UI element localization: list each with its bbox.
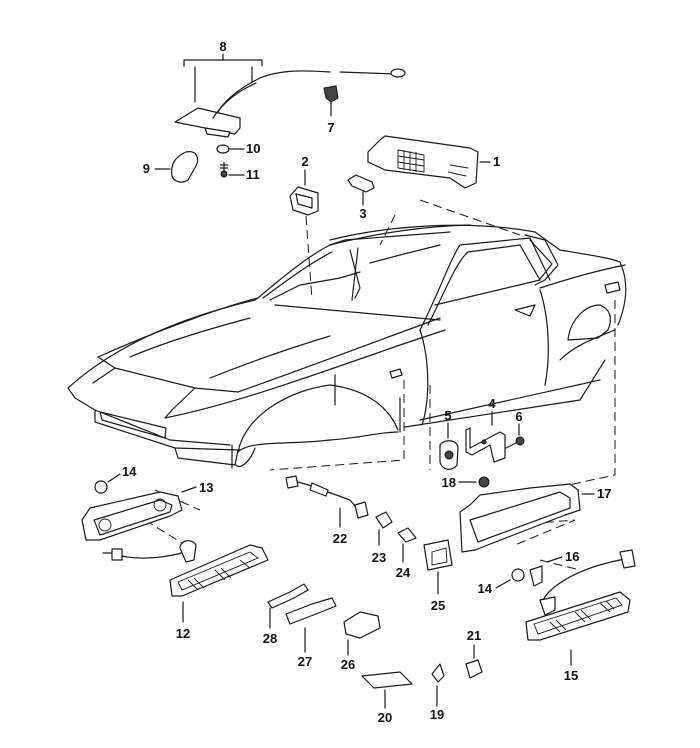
part-21-retainer[interactable] bbox=[465, 644, 483, 679]
part-4-lock-bracket[interactable] bbox=[465, 411, 506, 463]
label-15: 15 bbox=[564, 668, 578, 683]
label-20: 20 bbox=[378, 710, 392, 725]
label-4: 4 bbox=[488, 396, 496, 411]
part-16-bracket[interactable] bbox=[529, 556, 563, 587]
label-6: 6 bbox=[515, 409, 522, 424]
part-8-license-plate-light[interactable] bbox=[174, 53, 406, 138]
label-26: 26 bbox=[341, 657, 355, 672]
part-26-connector-housing[interactable] bbox=[343, 611, 381, 656]
part-18-nut[interactable] bbox=[458, 476, 490, 488]
label-25: 25 bbox=[431, 598, 445, 613]
label-27: 27 bbox=[298, 654, 312, 669]
part-7-clip[interactable] bbox=[323, 85, 339, 117]
car-body bbox=[67, 224, 627, 469]
label-24: 24 bbox=[396, 565, 411, 580]
label-7: 7 bbox=[327, 120, 334, 135]
part-5-grommet[interactable] bbox=[439, 422, 459, 470]
label-13: 13 bbox=[199, 480, 213, 495]
label-19: 19 bbox=[430, 707, 444, 722]
part-20-seal-strip[interactable] bbox=[361, 671, 413, 709]
part-14-nut-right[interactable] bbox=[495, 568, 525, 589]
part-25-side-marker[interactable] bbox=[423, 539, 453, 595]
part-24-bulb[interactable] bbox=[397, 527, 417, 563]
part-17-rear-light-housing[interactable] bbox=[459, 483, 595, 553]
label-23: 23 bbox=[372, 550, 386, 565]
part-13-front-housing[interactable] bbox=[81, 486, 197, 541]
label-3: 3 bbox=[359, 206, 366, 221]
label-2: 2 bbox=[301, 154, 308, 169]
label-21: 21 bbox=[467, 628, 481, 643]
part-10-nut[interactable] bbox=[216, 144, 245, 154]
part-23-socket[interactable] bbox=[375, 511, 393, 546]
part-22-harness[interactable] bbox=[285, 475, 369, 528]
part-6-screw[interactable] bbox=[505, 423, 525, 449]
part-19-clip[interactable] bbox=[431, 663, 445, 707]
part-14-nut-left[interactable] bbox=[94, 473, 121, 494]
label-18: 18 bbox=[442, 475, 456, 490]
label-10: 10 bbox=[246, 141, 260, 156]
part-2-switch-cover[interactable] bbox=[289, 169, 319, 216]
part-3-festoon-bulb[interactable] bbox=[347, 174, 375, 206]
label-14-left: 14 bbox=[122, 464, 137, 479]
label-8: 8 bbox=[219, 39, 226, 54]
part-28-flat-plug[interactable] bbox=[267, 583, 309, 629]
label-14-right: 14 bbox=[478, 581, 493, 596]
label-9: 9 bbox=[143, 161, 150, 176]
label-1: 1 bbox=[493, 154, 500, 169]
part-15-rear-side-light[interactable] bbox=[525, 549, 636, 666]
label-11: 11 bbox=[246, 167, 260, 182]
label-5: 5 bbox=[444, 408, 451, 423]
label-16: 16 bbox=[565, 549, 579, 564]
part-1-interior-light[interactable] bbox=[367, 135, 491, 189]
part-12-front-lens[interactable] bbox=[102, 540, 269, 623]
part-11-screw[interactable] bbox=[220, 162, 245, 178]
label-28: 28 bbox=[263, 631, 277, 646]
label-22: 22 bbox=[333, 531, 347, 546]
part-9-bulb[interactable] bbox=[154, 151, 199, 183]
part-27-sleeve[interactable] bbox=[285, 597, 337, 653]
label-12: 12 bbox=[176, 626, 190, 641]
part-labels: 8 7 9 10 11 2 3 1 5 4 6 18 17 16 14 15 1… bbox=[122, 39, 611, 725]
label-17: 17 bbox=[597, 486, 611, 501]
